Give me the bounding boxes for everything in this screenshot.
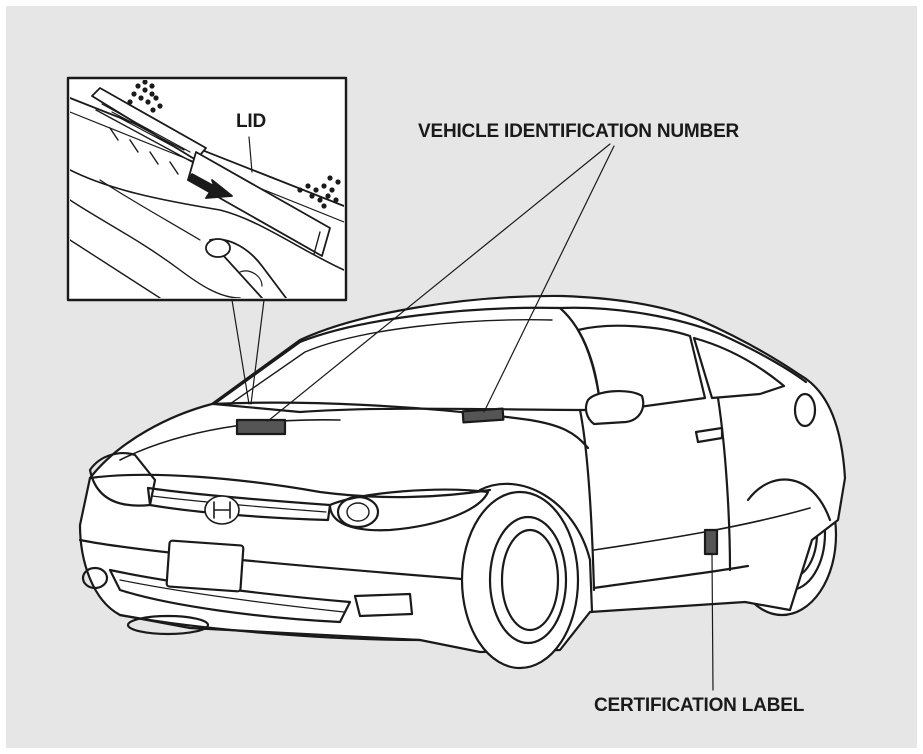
defroster-dots-left bbox=[127, 80, 163, 113]
front-left-tyre-bottom bbox=[126, 614, 210, 636]
roof-line bbox=[558, 306, 808, 384]
right-headlight-lens-inner bbox=[346, 502, 370, 522]
lid-leader-line bbox=[248, 136, 253, 173]
door-outline bbox=[578, 396, 732, 592]
cert-leader-line bbox=[711, 553, 714, 691]
front-side-window bbox=[576, 324, 707, 414]
chin-spoiler bbox=[118, 613, 422, 642]
inset-pointer bbox=[231, 299, 265, 405]
slide-arrow bbox=[187, 173, 233, 199]
rear-side-window bbox=[692, 336, 786, 400]
door-handle bbox=[694, 426, 724, 444]
front-wheel bbox=[460, 490, 580, 670]
license-plate bbox=[165, 539, 245, 593]
fuel-door bbox=[793, 392, 817, 428]
side-sill bbox=[592, 564, 750, 590]
vin-callout: VEHICLE IDENTIFICATION NUMBER bbox=[418, 121, 740, 142]
right-headlight-lens bbox=[336, 495, 380, 529]
right-fog-light bbox=[353, 592, 414, 618]
grille bbox=[146, 486, 332, 522]
hood-crease bbox=[119, 418, 341, 461]
rear-wheel-arch bbox=[746, 478, 832, 522]
vin-leader-dash bbox=[483, 145, 615, 413]
certification-callout: CERTIFICATION LABEL bbox=[594, 695, 805, 716]
vin-leader-hood bbox=[267, 143, 611, 422]
car-illustration bbox=[78, 294, 847, 670]
hood-front bbox=[88, 473, 492, 499]
vin-plate-dash bbox=[461, 407, 505, 424]
car-emblem bbox=[204, 495, 240, 525]
body-side-molding bbox=[593, 507, 811, 551]
left-fog-light bbox=[81, 566, 109, 590]
side-mirror bbox=[584, 390, 645, 426]
windshield-inner bbox=[229, 319, 553, 405]
lid-callout: LID bbox=[236, 111, 267, 132]
certification-sticker bbox=[703, 528, 719, 556]
leader-lines bbox=[231, 136, 714, 691]
defroster-dots-right bbox=[297, 175, 341, 209]
lid-strip bbox=[187, 151, 331, 257]
lid-detail-inset bbox=[66, 76, 348, 302]
vin-plate-hood bbox=[235, 418, 287, 436]
lower-grille-slat bbox=[119, 579, 345, 613]
front-wheel-arch bbox=[478, 482, 594, 614]
